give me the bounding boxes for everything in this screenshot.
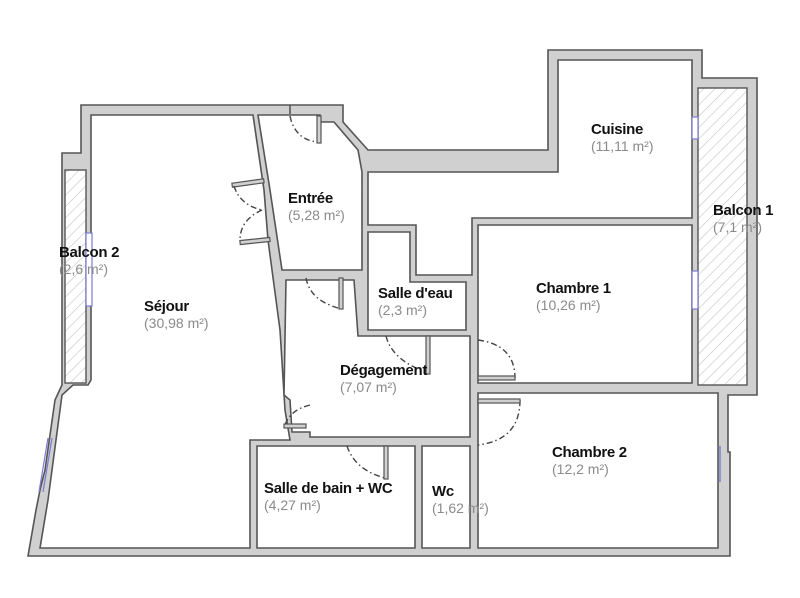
room-area: (12,2 m²)	[552, 461, 609, 478]
room-area: (2,6 m²)	[59, 261, 108, 278]
room-label-salle-eau: Salle d'eau (2,3 m²)	[378, 285, 453, 319]
room-name: Séjour	[144, 298, 189, 315]
room-area: (7,07 m²)	[340, 379, 397, 396]
room-label-cuisine: Cuisine (11,11 m²)	[591, 121, 654, 154]
room-name: Balcon 2	[59, 244, 120, 261]
balcon-1-area	[697, 87, 748, 386]
room-area: (30,98 m²)	[144, 315, 209, 332]
room-label-degagement: Dégagement (7,07 m²)	[340, 362, 427, 395]
room-name: Chambre 2	[552, 444, 627, 461]
room-area: (11,11 m²)	[591, 138, 654, 155]
doors	[231, 115, 521, 480]
room-label-balcon-1: Balcon 1 (7,1 m²)	[713, 202, 773, 235]
room-label-chambre-2: Chambre 2 (12,2 m²)	[552, 444, 627, 477]
room-name: Chambre 1	[536, 280, 611, 297]
room-name: Salle d'eau	[378, 285, 453, 302]
room-area: (4,27 m²)	[264, 497, 321, 514]
room-area: (1,62 m²)	[432, 500, 489, 517]
interior-floor	[39, 59, 719, 549]
room-label-sdb-wc: Salle de bain + WC (4,27 m²)	[264, 480, 393, 514]
room-area: (2,3 m²)	[378, 302, 427, 319]
room-name: Balcon 1	[713, 202, 774, 219]
room-label-sejour: Séjour (30,98 m²)	[144, 298, 209, 331]
room-label-balcon-2: Balcon 2 (2,6 m²)	[59, 244, 119, 277]
room-area: (5,28 m²)	[288, 207, 345, 224]
room-name: Dégagement	[340, 362, 428, 379]
room-label-chambre-1: Chambre 1 (10,26 m²)	[536, 280, 611, 313]
room-area: (7,1 m²)	[713, 219, 762, 236]
room-name: Entrée	[288, 190, 333, 207]
room-area: (10,26 m²)	[536, 297, 601, 314]
room-name: Cuisine	[591, 121, 644, 138]
room-name: Wc	[432, 483, 454, 500]
windows	[38, 116, 721, 493]
room-label-entree: Entrée (5,28 m²)	[288, 190, 345, 223]
room-name: Salle de bain + WC	[264, 480, 393, 497]
room-label-wc: Wc (1,62 m²)	[432, 483, 489, 516]
